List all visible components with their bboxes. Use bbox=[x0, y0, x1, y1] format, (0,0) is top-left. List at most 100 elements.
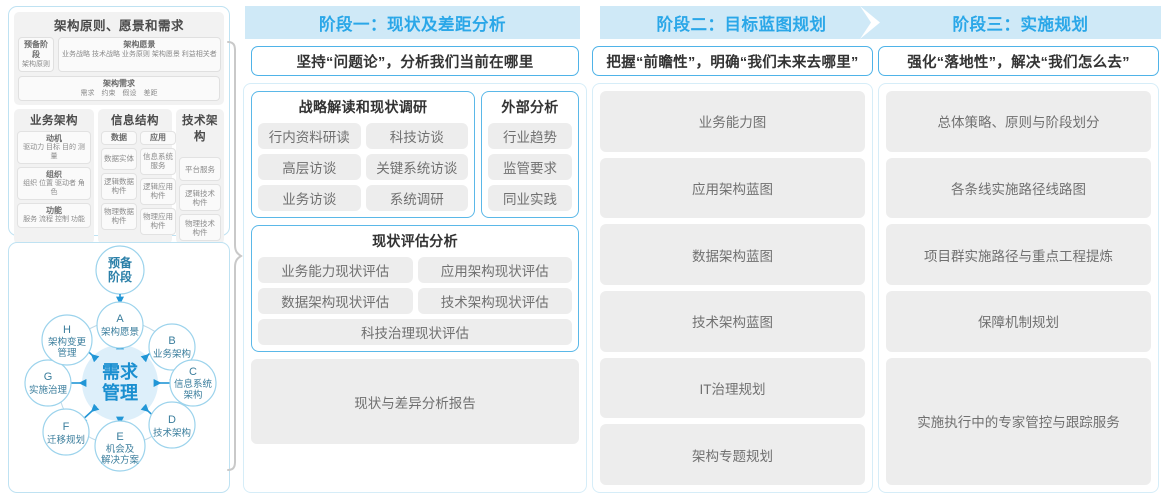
togaf-framework-panel: 架构原则、愿景和需求 预备阶段 架构原则 架构愿景 业务战略 技术战略 业务原则… bbox=[8, 6, 230, 292]
info-system-service-chip: 信息系统服务 bbox=[140, 147, 176, 175]
logical-data-chip: 逻辑数据构件 bbox=[101, 172, 137, 200]
adm-cycle-panel: 需求 管理 预备 阶段 A 架构愿景 bbox=[8, 242, 230, 493]
motivation-head: 动机 bbox=[46, 134, 62, 144]
phase-2-list: 业务能力图 应用架构蓝图 数据架构蓝图 技术架构蓝图 IT治理规划 架构专题规划 bbox=[600, 91, 865, 486]
organization-sub: 组织 位置 驱动者 角色 bbox=[23, 179, 85, 196]
togaf-header: 架构原则、愿景和需求 bbox=[53, 19, 184, 33]
phase-2-title: 阶段二：目标蓝图规划 bbox=[656, 15, 827, 34]
platform-service-label: 平台服务 bbox=[185, 164, 215, 174]
svg-text:机会及: 机会及 bbox=[106, 443, 135, 455]
phase3-item-2[interactable]: 项目群实施路径与重点工程提炼 bbox=[886, 224, 1151, 285]
external-item-2[interactable]: 同业实践 bbox=[488, 185, 572, 211]
phase-3-subtitle: 强化“落地性”，解决“我们怎么去” bbox=[878, 46, 1159, 76]
architecture-requirements-head: 架构需求 bbox=[103, 79, 135, 89]
assess-item-2[interactable]: 数据架构现状评估 bbox=[258, 288, 413, 314]
phase-3-subtitle-text: 强化“落地性”，解决“我们怎么去” bbox=[907, 54, 1130, 71]
research-item-4[interactable]: 业务访谈 bbox=[258, 185, 361, 211]
svg-text:A: A bbox=[116, 313, 124, 325]
research-item-3[interactable]: 关键系统访谈 bbox=[365, 154, 468, 180]
assess-item-full[interactable]: 科技治理现状评估 bbox=[258, 319, 572, 345]
external-item-0[interactable]: 行业趋势 bbox=[488, 123, 572, 149]
research-item-2[interactable]: 高层访谈 bbox=[258, 154, 361, 180]
architecture-principles-block: 架构原则、愿景和需求 预备阶段 架构原则 架构愿景 业务战略 技术战略 业务原则… bbox=[14, 12, 224, 106]
research-item-5[interactable]: 系统调研 bbox=[365, 185, 468, 211]
prelim-phase-sub: 架构原则 bbox=[22, 61, 50, 68]
phase3-item-1[interactable]: 各条线实施路径线路图 bbox=[886, 157, 1151, 219]
research-item-0[interactable]: 行内资料研读 bbox=[258, 123, 361, 149]
data-entity-label: 数据实体 bbox=[104, 154, 134, 164]
technology-architecture-title: 技术架构 bbox=[182, 115, 218, 144]
adm-node-d bbox=[148, 401, 196, 449]
logical-app-chip: 逻辑应用构件 bbox=[140, 177, 176, 205]
organization-head: 组织 bbox=[46, 170, 62, 180]
logical-data-label: 逻辑数据构件 bbox=[104, 177, 134, 196]
phase-1-body: 战略解读和现状调研 行内资料研读 科技访谈 高层访谈 关键系统访谈 业务访谈 系… bbox=[243, 83, 587, 493]
svg-text:技术架构: 技术架构 bbox=[153, 427, 191, 439]
strategy-research-card: 战略解读和现状调研 行内资料研读 科技访谈 高层访谈 关键系统访谈 业务访谈 系… bbox=[251, 91, 475, 218]
adm-center-circle bbox=[82, 345, 158, 421]
technology-architecture-column: 技术架构 平台服务 逻辑技术构件 物理技术构件 bbox=[176, 109, 224, 245]
svg-text:业务架构: 业务架构 bbox=[153, 348, 191, 360]
external-analysis-title: 外部分析 bbox=[501, 99, 559, 115]
left-reference-column: 架构原则、愿景和需求 预备阶段 架构原则 架构愿景 业务战略 技术战略 业务原则… bbox=[8, 6, 230, 493]
external-item-1[interactable]: 监管要求 bbox=[488, 154, 572, 180]
svg-text:C: C bbox=[189, 366, 197, 378]
assess-item-3[interactable]: 技术架构现状评估 bbox=[417, 288, 572, 314]
phase2-item-2[interactable]: 数据架构蓝图 bbox=[600, 224, 865, 286]
adm-center-line2: 管理 bbox=[102, 382, 138, 403]
phase2-item-0[interactable]: 业务能力图 bbox=[600, 91, 865, 152]
physical-app-label: 物理应用构件 bbox=[143, 212, 173, 231]
adm-node-b bbox=[148, 323, 196, 371]
svg-text:D: D bbox=[168, 414, 176, 426]
phase2-item-5[interactable]: 架构专题规划 bbox=[600, 424, 865, 486]
motivation-sub: 驱动力 目标 目的 测量 bbox=[23, 143, 85, 160]
svg-text:架构愿景: 架构愿景 bbox=[101, 326, 139, 338]
physical-tech-label: 物理技术构件 bbox=[185, 218, 215, 237]
logical-tech-chip: 逻辑技术构件 bbox=[179, 184, 221, 212]
phase2-item-4[interactable]: IT治理规划 bbox=[600, 357, 865, 419]
info-system-service-label: 信息系统服务 bbox=[143, 152, 173, 171]
architecture-requirements-card: 架构需求 需求 约束 假设 差距 bbox=[18, 76, 220, 102]
strategy-research-title: 战略解读和现状调研 bbox=[298, 99, 428, 115]
architecture-vision-sub: 业务战略 技术战略 业务原则 架构愿景 利益相关者 bbox=[62, 51, 217, 58]
phase-1-header: 阶段一：现状及差距分析 bbox=[245, 6, 580, 39]
platform-service-chip: 平台服务 bbox=[179, 157, 221, 182]
svg-text:H: H bbox=[63, 324, 71, 336]
data-head-chip: 数据 bbox=[101, 131, 137, 145]
architecture-requirements-sub: 需求 约束 假设 差距 bbox=[80, 90, 158, 98]
phase-1-subtitle: 坚持“问题论”，分析我们当前在哪里 bbox=[251, 46, 579, 76]
svg-text:G: G bbox=[44, 371, 53, 383]
svg-text:预备: 预备 bbox=[108, 255, 133, 270]
phase3-item-3[interactable]: 保障机制规划 bbox=[886, 290, 1151, 352]
phase-1-title: 阶段一：现状及差距分析 bbox=[319, 15, 506, 34]
application-head-chip: 应用 bbox=[140, 131, 176, 145]
phase-1-subtitle-text: 坚持“问题论”，分析我们当前在哪里 bbox=[296, 54, 534, 71]
research-item-1[interactable]: 科技访谈 bbox=[365, 123, 468, 149]
physical-data-chip: 物理数据构件 bbox=[101, 202, 137, 230]
assess-item-0[interactable]: 业务能力现状评估 bbox=[258, 257, 413, 283]
phase-3-title: 阶段三：实施规划 bbox=[952, 15, 1089, 34]
information-structure-column: 信息结构 数据 数据实体 逻辑数据构件 物理数据构件 bbox=[98, 109, 176, 245]
gap-analysis-report[interactable]: 现状与差异分析报告 bbox=[251, 359, 579, 444]
phase2-item-3[interactable]: 技术架构蓝图 bbox=[600, 291, 865, 352]
assess-item-1[interactable]: 应用架构现状评估 bbox=[417, 257, 572, 283]
svg-text:阶段: 阶段 bbox=[108, 269, 133, 284]
svg-text:架构变更: 架构变更 bbox=[48, 336, 87, 348]
physical-app-chip: 物理应用构件 bbox=[140, 207, 176, 235]
svg-text:实施治理: 实施治理 bbox=[29, 384, 68, 396]
phase3-item-4[interactable]: 实施执行中的专家管控与跟踪服务 bbox=[886, 357, 1151, 485]
logical-app-label: 逻辑应用构件 bbox=[143, 182, 173, 201]
adm-node-a bbox=[96, 301, 144, 349]
phase-2-header: 阶段二：目标蓝图规划 bbox=[600, 6, 883, 39]
function-head: 功能 bbox=[46, 206, 62, 216]
svg-text:B: B bbox=[168, 335, 175, 347]
function-sub: 服务 流程 控制 功能 bbox=[23, 215, 85, 223]
phase3-item-0[interactable]: 总体策略、原则与阶段划分 bbox=[886, 91, 1151, 152]
adm-node-c bbox=[169, 359, 217, 407]
current-state-assessment-card: 现状评估分析 业务能力现状评估 应用架构现状评估 数据架构现状评估 技术架构现状… bbox=[251, 225, 579, 352]
assessment-title: 现状评估分析 bbox=[372, 233, 458, 249]
svg-text:迁移规划: 迁移规划 bbox=[47, 434, 85, 446]
phase2-item-1[interactable]: 应用架构蓝图 bbox=[600, 157, 865, 219]
phase-2-subtitle-text: 把握“前瞻性”，明确“我们未来去哪里” bbox=[606, 54, 859, 71]
adm-node-h bbox=[41, 314, 93, 366]
